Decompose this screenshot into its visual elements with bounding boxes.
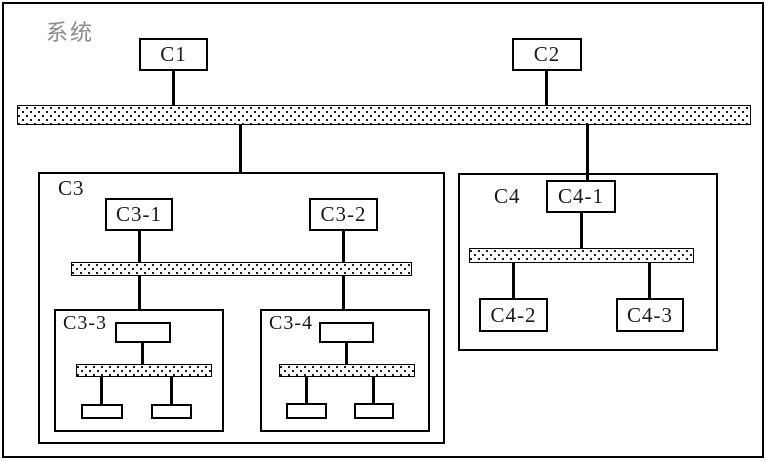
container-c3-3-label: C3-3: [63, 312, 107, 334]
c4-bus: [469, 248, 694, 263]
node-c4-2: C4-2: [479, 298, 548, 332]
diagram-title: 系统: [46, 20, 95, 45]
c3-4-top-box: [319, 322, 374, 343]
node-c4-3: C4-3: [616, 298, 684, 332]
container-c4: [458, 173, 718, 351]
edge-c3-3-bus-leaf2: [170, 377, 173, 404]
node-c4-3-label: C4-3: [627, 302, 673, 327]
c3-3-bus: [76, 364, 212, 377]
edge-c4bus-c4-2: [512, 263, 515, 298]
node-c3-1: C3-1: [105, 198, 173, 231]
node-c2: C2: [512, 38, 582, 71]
container-c3-4-label: C3-4: [269, 312, 313, 334]
node-c1: C1: [139, 38, 208, 71]
edge-mainbus-c3: [239, 125, 242, 172]
edge-c3-2-c3bus: [342, 231, 345, 262]
container-c4-label: C4: [494, 184, 521, 208]
edge-c3bus-c3-4: [342, 276, 345, 309]
c3-bus: [71, 262, 412, 276]
c3-4-leaf-2: [354, 403, 394, 419]
edge-c2-mainbus: [545, 71, 548, 105]
node-c3-1-label: C3-1: [116, 202, 162, 226]
edge-c4bus-c4-3: [648, 263, 651, 298]
edge-c3-4-topbox-bus: [345, 343, 348, 364]
c3-4-bus: [279, 364, 415, 377]
c3-3-top-box: [115, 322, 171, 343]
outer-border-frame: [2, 2, 764, 458]
container-c3-3: [54, 309, 224, 432]
edge-c3-4-bus-leaf1: [305, 377, 308, 403]
node-c3-2: C3-2: [309, 198, 378, 231]
c3-3-leaf-1: [81, 404, 123, 419]
node-c2-label: C2: [533, 42, 561, 66]
node-c3-2-label: C3-2: [320, 202, 367, 226]
c3-4-leaf-1: [286, 403, 327, 419]
node-c1-label: C1: [160, 42, 187, 66]
container-c3: [38, 172, 445, 444]
edge-c3-1-c3bus: [138, 231, 141, 262]
edge-c4-1-c4bus: [580, 213, 583, 248]
node-c4-2-label: C4-2: [490, 302, 537, 327]
edge-c3bus-c3-3: [138, 276, 141, 309]
edge-c1-mainbus: [172, 71, 175, 105]
edge-c3-4-bus-leaf2: [372, 377, 375, 403]
edge-c3-3-topbox-bus: [141, 343, 144, 364]
container-c3-label: C3: [58, 176, 85, 200]
main-bus: [17, 105, 751, 125]
edge-mainbus-c4-1: [586, 125, 589, 180]
node-c4-1-label: C4-1: [558, 184, 604, 208]
node-c4-1: C4-1: [546, 180, 616, 213]
container-c3-4: [260, 309, 430, 432]
c3-3-leaf-2: [151, 404, 192, 419]
edge-c3-3-bus-leaf1: [100, 377, 103, 404]
